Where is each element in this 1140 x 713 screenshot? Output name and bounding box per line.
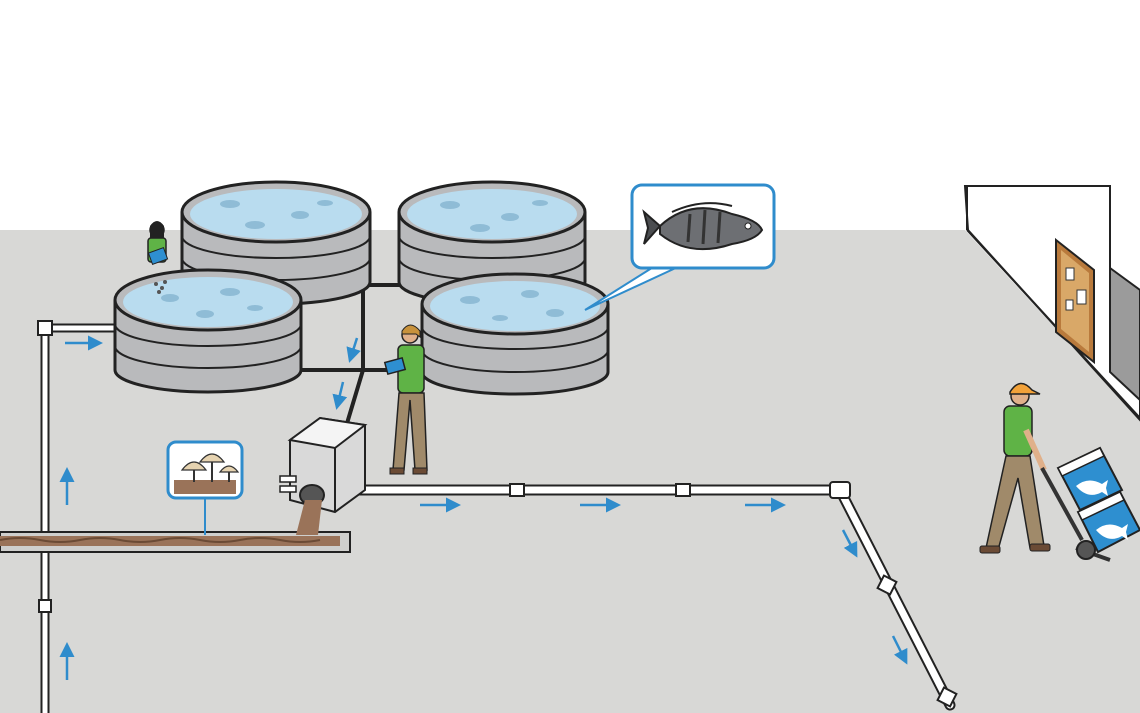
fish-feed: [154, 280, 167, 294]
water-surface: [123, 277, 293, 327]
flow-arrow-down: [332, 381, 348, 410]
fish-crate: [1056, 446, 1124, 512]
person-icon: [383, 324, 428, 475]
fish-logo-icon: [1076, 480, 1108, 496]
pipe-coupling: [675, 483, 691, 497]
flow-arrow-down: [891, 635, 908, 665]
mushroom-callout: [166, 440, 244, 535]
pipe-coupling: [936, 686, 958, 708]
tank-front-right: [420, 272, 610, 396]
wheel: [1076, 540, 1096, 560]
person-icon: [979, 382, 1051, 554]
bulletin-board: [1055, 237, 1095, 365]
water-surface: [407, 189, 577, 239]
water-surface: [190, 189, 362, 239]
mushroom-icon: [174, 453, 240, 494]
person-icon: [147, 221, 169, 266]
floor-wall-edge: [966, 229, 1140, 419]
drum-filter: [279, 416, 368, 535]
sludge-trough: [0, 531, 351, 553]
pipe-coupling: [509, 483, 525, 497]
pipe-elbow: [829, 481, 851, 499]
fish-logo-icon: [1096, 524, 1128, 540]
flow-arrow-down: [346, 337, 361, 363]
water-surface: [430, 281, 600, 331]
fish-callout: [584, 183, 776, 311]
door-frame: [1109, 266, 1140, 402]
flow-arrows: [59, 335, 908, 680]
pipe-coupling: [876, 574, 898, 596]
tank-front-left: [113, 268, 303, 394]
hand-truck: [1040, 467, 1111, 562]
fish-crate: [1076, 490, 1140, 554]
pipe-coupling: [38, 599, 52, 613]
worker-with-clipboard: [383, 324, 428, 475]
piping: [37, 283, 958, 713]
sludge-outflow: [296, 500, 322, 535]
worker-with-hand-truck: [979, 382, 1140, 562]
pipe-elbow: [37, 320, 53, 336]
tilapia-fish-icon: [642, 202, 764, 251]
fish-in-tanks: [161, 200, 564, 321]
flow-arrow-down: [841, 529, 858, 558]
worker-feeding-fish: [147, 221, 169, 294]
